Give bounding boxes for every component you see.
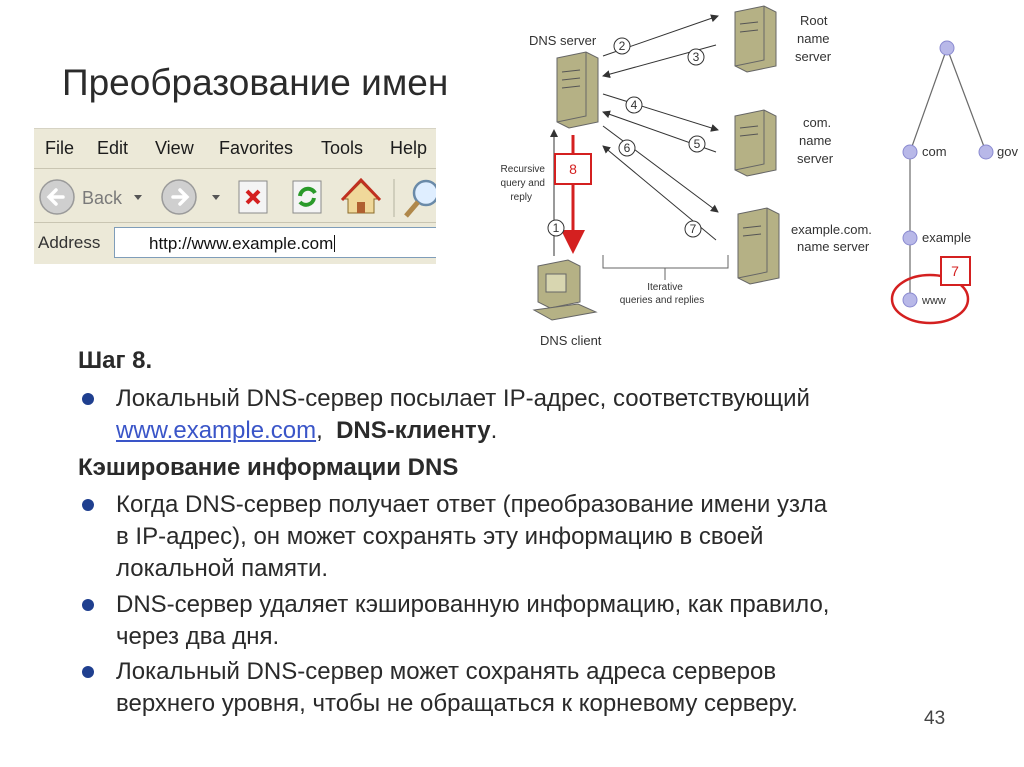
recursive-label-3: reply: [510, 192, 532, 203]
dns-diagram: DNS server Root name server com. name se…: [501, 5, 1018, 348]
menu-file[interactable]: File: [45, 138, 75, 158]
tree-gov-node: [978, 144, 994, 160]
example-server-label-2: name server: [797, 239, 870, 254]
back-button[interactable]: Back: [39, 179, 142, 215]
bullet-2-line-1: Когда DNS-сервер получает ответ (преобра…: [116, 491, 828, 518]
bullet-2-line-3: локальной памяти.: [116, 555, 329, 582]
iterative-label-2: queries and replies: [620, 295, 705, 306]
menu-tools[interactable]: Tools: [321, 138, 364, 158]
bullet-1-line-1: Локальный DNS-сервер посылает IP-адрес, …: [116, 385, 810, 412]
browser-window: File Edit View Favorites Tools Help Back: [34, 128, 436, 264]
step-5: 5: [694, 137, 701, 151]
tree-com-label: com: [922, 144, 947, 159]
address-bar: Address http://www.example.com: [34, 225, 436, 264]
caching-heading: Кэширование информации DNS: [78, 454, 459, 481]
recursive-label-2: query and: [501, 178, 545, 189]
tree-www-node: [902, 292, 918, 308]
dns-client-icon: [532, 259, 598, 321]
dns-server-label: DNS server: [529, 33, 597, 48]
step-4: 4: [631, 98, 638, 112]
step-1: 1: [553, 221, 560, 235]
tree-www-label: www: [921, 295, 946, 307]
tree-root-node: [939, 40, 955, 56]
step-6: 6: [624, 141, 631, 155]
home-button[interactable]: [340, 177, 382, 214]
dns-server-icon: [556, 51, 599, 129]
root-server-label-3: server: [795, 49, 832, 64]
com-server-label-2: name: [799, 133, 832, 148]
bullet-dot: [82, 599, 94, 611]
com-server-label-1: com.: [803, 115, 831, 130]
menu-bar: File Edit View Favorites Tools Help: [34, 129, 436, 169]
menu-edit[interactable]: Edit: [97, 138, 129, 158]
step-heading: Шаг 8.: [78, 347, 153, 374]
bullet-4-line-1: Локальный DNS-сервер может сохранять адр…: [116, 658, 777, 685]
stop-button[interactable]: [238, 180, 268, 214]
root-server-label-1: Root: [800, 13, 828, 28]
slide-title: Преобразование имен: [62, 62, 449, 103]
refresh-button[interactable]: [292, 180, 322, 214]
root-server-icon: [734, 5, 777, 73]
step-2: 2: [619, 39, 626, 53]
menu-view[interactable]: View: [155, 138, 194, 158]
step-3: 3: [693, 50, 700, 64]
address-value: http://www.example.com: [149, 234, 334, 253]
bullet-3-line-1: DNS-сервер удаляет кэшированную информац…: [116, 591, 830, 618]
example-link[interactable]: www.example.com: [116, 417, 317, 444]
page-number: 43: [924, 708, 946, 729]
dns-client-emphasis: DNS-клиенту: [336, 417, 491, 444]
step-7-box: [940, 256, 971, 286]
bullet-dot: [82, 499, 94, 511]
bullet-3-line-2: через два дня.: [116, 623, 280, 650]
bullet-dot: [82, 666, 94, 678]
bullet-dot: [82, 393, 94, 405]
step-8-box: [554, 153, 592, 185]
root-server-label-2: name: [797, 31, 830, 46]
step-8-label: 8: [569, 161, 577, 177]
step-7-box-label: 7: [951, 263, 959, 279]
com-server-icon: [734, 109, 777, 177]
www-highlight-ring: [890, 273, 970, 325]
tree-example-label: example: [922, 230, 971, 245]
example-server-label-1: example.com.: [791, 222, 872, 237]
tree-example-node: [902, 230, 918, 246]
address-label: Address: [38, 233, 101, 252]
back-label: Back: [82, 188, 123, 208]
iterative-label-1: Iterative: [647, 282, 683, 293]
tree-com-node: [902, 144, 918, 160]
bullet-2-line-2: в IP-адрес), он может сохранять эту инфо…: [116, 523, 764, 550]
step-7: 7: [690, 222, 697, 236]
toolbar: Back: [34, 171, 436, 223]
search-button[interactable]: [404, 179, 436, 218]
bullet-4-line-2: верхнего уровня, чтобы не обращаться к к…: [116, 690, 798, 717]
recursive-label-1: Recursive: [501, 164, 546, 175]
bullet-1-line-2: www.example.com, DNS-клиенту.: [116, 417, 498, 444]
dns-client-label: DNS client: [540, 333, 602, 348]
menu-help[interactable]: Help: [390, 138, 428, 158]
address-input[interactable]: http://www.example.com: [114, 227, 436, 258]
forward-button[interactable]: [161, 179, 220, 215]
refresh-icon: [292, 180, 322, 214]
tree-gov-label: gov: [997, 144, 1018, 159]
stop-icon: [238, 180, 268, 214]
example-server-icon: [737, 207, 780, 285]
menu-favorites[interactable]: Favorites: [219, 138, 294, 158]
search-icon: [412, 179, 436, 207]
com-server-label-3: server: [797, 151, 834, 166]
text-caret: [334, 235, 336, 252]
